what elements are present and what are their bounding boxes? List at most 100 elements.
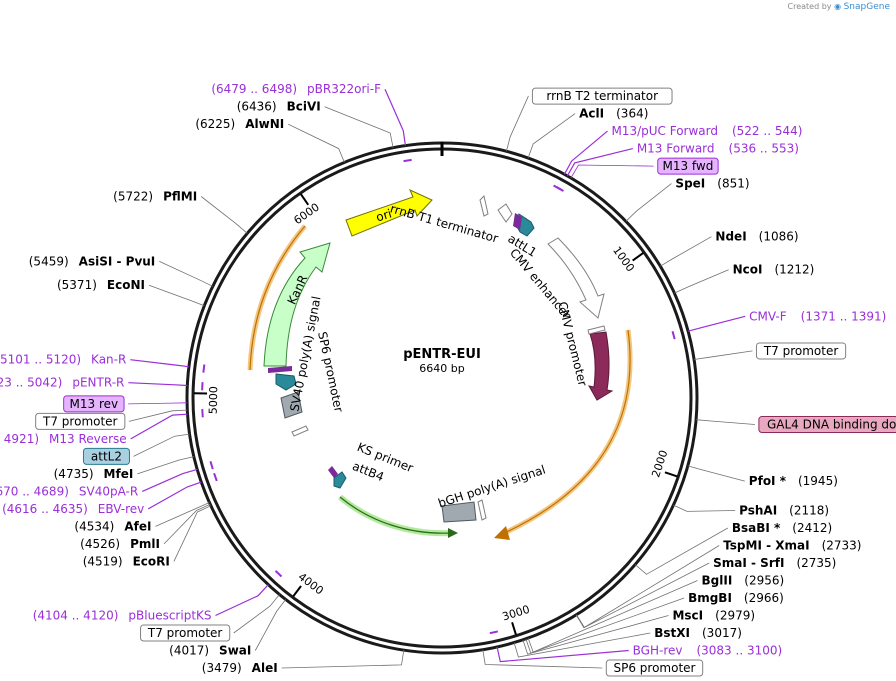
site-cmv-f[interactable]: CMV-F(1371 .. 1391): [749, 309, 886, 323]
leader-line: [513, 632, 651, 658]
site-name: BglII: [702, 574, 733, 588]
site-mfei[interactable]: (4735)MfeI: [54, 467, 134, 481]
box-m13-fwd[interactable]: [657, 157, 719, 175]
sp6-small-feature: [477, 499, 487, 521]
leader-line: [496, 646, 629, 663]
site-pbluescriptks[interactable]: (4104 .. 4120)pBluescriptKS: [33, 609, 212, 623]
kanr-feature[interactable]: [263, 242, 331, 367]
site-bsabi[interactable]: BsaBI *(2412): [732, 521, 832, 535]
site-afei[interactable]: (4534)AfeI: [74, 519, 151, 533]
site-name: MfeI: [104, 467, 134, 481]
snapgene-logo-icon: ◉: [834, 2, 842, 11]
cmv-enhancer-feature[interactable]: [547, 237, 605, 319]
site-coord: (5371): [57, 278, 97, 292]
ori-feature[interactable]: [345, 189, 433, 237]
site-ncoi[interactable]: NcoI(1212): [733, 263, 815, 277]
site-name: BciVI: [287, 100, 321, 114]
leader-line: [694, 350, 753, 360]
site-spei[interactable]: SpeI(851): [675, 177, 749, 191]
site-ebv-rev[interactable]: (4616 .. 4635)EBV-rev: [2, 502, 144, 516]
leader-line: [128, 382, 188, 387]
site-acli[interactable]: AclI(364): [579, 107, 648, 121]
site-ecori[interactable]: (4519)EcoRI: [83, 554, 170, 568]
site-name: pBluescriptKS: [128, 609, 211, 623]
site-ndei[interactable]: NdeI(1086): [715, 230, 798, 244]
site-pentr-r[interactable]: (5023 .. 5042)pENTR-R: [0, 376, 124, 390]
feature-label-cmv-promoter: CMV promoter: [555, 300, 590, 387]
leader-line: [570, 164, 654, 179]
site-pbr322ori-f[interactable]: (6479 .. 6498)pBR322ori-F: [211, 82, 381, 96]
leader-line: [506, 95, 529, 152]
box-t7-promoter[interactable]: [755, 342, 847, 360]
site-bstxi[interactable]: BstXI(3017): [654, 626, 742, 640]
box-label: T7 promoter: [147, 626, 223, 640]
box-sp6-promoter[interactable]: [605, 659, 704, 677]
site-asisi-pvui[interactable]: (5459)AsiSI - PvuI: [29, 254, 156, 268]
site-m13-puc-forward[interactable]: M13/pUC Forward(522 .. 544): [611, 124, 802, 138]
site-alei[interactable]: (3479)AleI: [202, 661, 278, 675]
sv40-polya-feature[interactable]: [280, 391, 303, 419]
leader-line: [288, 123, 345, 163]
bgh-feature[interactable]: [441, 501, 477, 523]
site-pmli[interactable]: (4526)PmlI: [80, 537, 160, 551]
site-name: SwaI: [219, 644, 251, 658]
site-m13-reverse[interactable]: (4905 .. 4921)M13 Reverse: [0, 432, 127, 446]
leader-line: [159, 261, 213, 287]
box-t7-promoter[interactable]: [140, 624, 231, 642]
site-pflmi[interactable]: (5722)PflMI: [113, 189, 197, 203]
rrnb-t2-feature[interactable]: [479, 195, 489, 217]
leader-line: [281, 650, 405, 669]
leader-line: [200, 196, 248, 234]
site-name: EcoNI: [107, 278, 145, 292]
leader-line: [233, 594, 280, 634]
site-pshai[interactable]: PshAI(2118): [739, 504, 829, 518]
site-name: SmaI - SrfI: [713, 556, 784, 570]
tick-label-2000: 2000: [649, 448, 670, 479]
site-msci[interactable]: MscI(2979): [672, 609, 755, 623]
leader-line: [566, 148, 633, 177]
attb4-feature[interactable]: [333, 471, 347, 489]
primer-mark: [202, 364, 206, 373]
site-name: EBV-rev: [98, 502, 144, 516]
site-kan-r[interactable]: (5101 .. 5120)Kan-R: [0, 353, 126, 367]
leader-line: [130, 359, 189, 368]
site-econi[interactable]: (5371) EcoNI: [57, 278, 145, 292]
watermark: Created by ◉ SnapGene: [788, 2, 891, 12]
site-name: AsiSI - PvuI: [79, 254, 156, 268]
site-tspmi-xmai[interactable]: TspMI - XmaI(2733): [723, 539, 861, 553]
leader-line: [674, 269, 729, 294]
site-swai[interactable]: (4017)SwaI: [169, 644, 251, 658]
site-bglii[interactable]: BglII(2956): [702, 574, 785, 588]
attl2-feature[interactable]: [275, 373, 297, 391]
box-attl2[interactable]: [82, 447, 130, 465]
box-gal4-dna-binding-domain[interactable]: [758, 416, 896, 434]
site-alwni[interactable]: (6225)AlwNI: [195, 117, 284, 131]
site-sv40pa-r[interactable]: (4670 .. 4689)SV40pA-R: [0, 484, 138, 498]
site-m13-forward[interactable]: M13 Forward(536 .. 553): [637, 142, 799, 156]
site-bmgbi[interactable]: BmgBI(2966): [688, 591, 784, 605]
site-bgh-rev[interactable]: BGH-rev(3083 .. 3100): [633, 644, 783, 658]
site-coord: (5722): [113, 189, 153, 203]
box-rrnb-t2-terminator[interactable]: [531, 87, 673, 105]
box-m13-rev[interactable]: [63, 395, 125, 413]
site-name: AclI: [579, 107, 604, 121]
tick-label-5000: 5000: [207, 386, 221, 414]
box-t7-promoter[interactable]: [35, 412, 126, 430]
gal4-domain-feature[interactable]: [588, 331, 614, 401]
box-label: attL2: [91, 449, 122, 463]
site-labels: AclI(364) M13/pUC Forward(522 .. 544) M13 …: [0, 82, 886, 675]
tick-label-6000: 6000: [291, 201, 321, 228]
site-pfoi[interactable]: PfoI *(1945): [749, 474, 838, 488]
site-coord: (3083 .. 3100): [696, 644, 782, 658]
site-bcivi[interactable]: (6436)BciVI: [237, 100, 321, 114]
site-name: TspMI - XmaI: [723, 539, 809, 553]
site-coord: (522 .. 544): [732, 124, 802, 138]
site-smai-srfi[interactable]: SmaI - SrfI(2735): [713, 556, 836, 570]
leader-line: [563, 130, 608, 175]
rrnb-t1-feature[interactable]: [497, 203, 513, 223]
leader-line: [634, 527, 728, 575]
leader-line: [133, 433, 190, 457]
tick-mark: [664, 471, 678, 478]
primer-mark: [209, 461, 214, 470]
